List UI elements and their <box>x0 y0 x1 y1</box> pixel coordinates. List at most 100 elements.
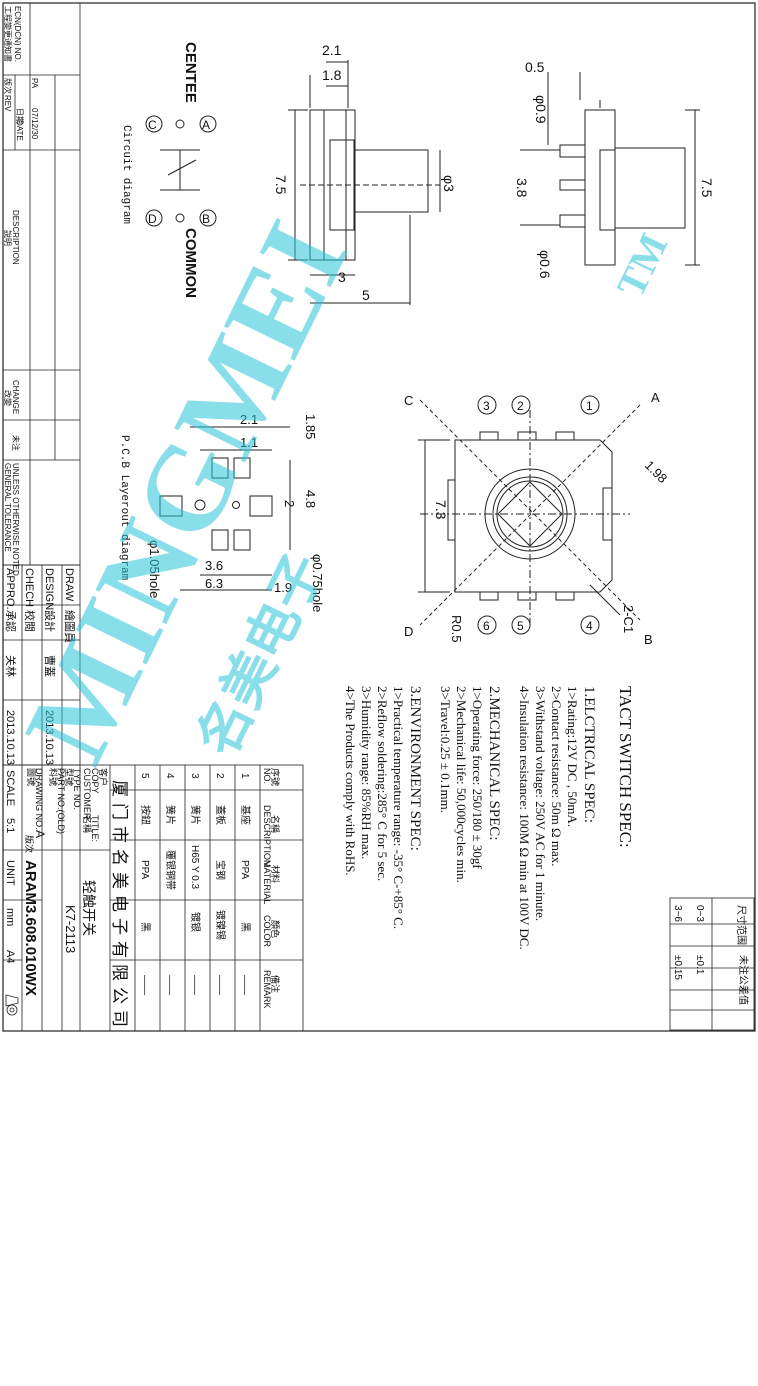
dim-pcb-4-8: 4.8 <box>303 490 318 508</box>
bom-5-material: PPA <box>139 860 150 880</box>
rev-rev-value: PA <box>30 78 39 89</box>
bom-5-desc: 按鈕 <box>139 805 152 825</box>
bom-5-remark: —— <box>139 975 150 995</box>
top-label-d: D <box>404 624 413 639</box>
tb-type-cn: 型號 <box>64 768 75 786</box>
circuit-label-centee: CENTEE <box>182 42 199 103</box>
tol-header-range: 尺寸范围 <box>735 905 748 945</box>
bom-h-remark-en: REMARK <box>262 970 272 1009</box>
rev-tol-1: GENERAL TOLERANCE <box>3 463 12 552</box>
approval-appro-label: APPRO. <box>4 568 16 610</box>
side-view <box>288 60 441 305</box>
rev-date-en: DATE <box>15 120 24 141</box>
spec-electrical-line: 2>Contact resistance: 50m Ω max. <box>549 686 564 867</box>
pcb-layout <box>159 426 291 591</box>
approval-check-cn: 校閱 <box>23 610 37 632</box>
tol-row-1-range: 0~3 <box>694 905 705 922</box>
bom-1-no: 1 <box>239 773 250 779</box>
terminal-3: 3 <box>483 399 490 413</box>
spec-title: TACT SWITCH SPEC: <box>616 686 635 848</box>
dim-top-r0-5: R0.5 <box>449 615 464 642</box>
spec-electrical-heading: 1.ELCTRICAL SPEC: <box>581 686 597 823</box>
approval-draw-cn: 繪圖員 <box>63 610 77 643</box>
tb-type-en: TYPE NO. <box>72 768 82 810</box>
tb-scale-label: SCALE <box>4 770 16 806</box>
dim-pcb-1-85: 1.85 <box>303 414 318 439</box>
bom-2-desc: 蓋板 <box>214 805 227 825</box>
spec-mechanical-line: 2>Mechanical life: 50,000cycles min. <box>454 686 469 883</box>
approval-design-label: DESIGN <box>43 568 55 610</box>
projection-symbol <box>5 994 19 1016</box>
tb-type-value: K7-2113 <box>63 905 78 953</box>
spec-mechanical-line: 3>Travel:0.25 ± 0.1mm. <box>438 686 453 814</box>
circuit-label-common: COMMON <box>182 228 199 298</box>
tb-title-en: TITLE: <box>90 815 100 842</box>
pcb-hole-large: φ1.05hole <box>147 540 162 598</box>
bom-2-material: 宝钢 <box>214 860 227 880</box>
rev-change-cn: 改變 <box>3 390 13 406</box>
spec-mechanical: 2.MECHANICAL SPEC: 1>Operating force: 25… <box>437 686 502 1386</box>
bom-h-no-en: NO. <box>262 768 272 784</box>
dim-pcb-2: 2 <box>282 500 297 507</box>
tb-title-value: 轻触开关 <box>81 880 97 936</box>
spec-electrical-line: 4>Insulation resistance: 100M Ω min at 1… <box>517 686 532 950</box>
pcb-hole-small: φ0.75hole <box>310 554 325 612</box>
circuit-pin-b: B <box>202 212 210 226</box>
bom-3-no: 3 <box>189 773 200 779</box>
bom-4-no: 4 <box>164 773 175 779</box>
dim-right-3-8: 3.8 <box>514 178 530 198</box>
bom-1-desc: 基座 <box>239 805 252 825</box>
terminal-4: 4 <box>586 619 593 633</box>
bom-5-no: 5 <box>139 773 150 779</box>
bom-h-remark-cn: 備注 <box>270 975 281 993</box>
watermark-tm: TM <box>608 226 677 304</box>
tolerance-table <box>669 897 755 1031</box>
approval-appro-cn: 承認 <box>4 610 18 632</box>
dim-side-3: 3 <box>338 269 346 285</box>
bom-3-remark: —— <box>189 975 200 995</box>
bom-4-desc: 簧片 <box>164 805 177 825</box>
dim-pcb-6-3: 6.3 <box>205 576 223 591</box>
rev-rev-en: REV <box>3 95 12 112</box>
right-view <box>520 72 700 266</box>
spec-mechanical-line: 1>Operating force: 250/180 ± 30gf <box>470 686 485 869</box>
tb-unit-value: mm <box>4 908 16 926</box>
top-label-c: C <box>404 393 413 408</box>
bom-2-no: 2 <box>214 773 225 779</box>
title-block <box>2 764 304 1032</box>
bom-1-color: 黑 <box>239 922 251 932</box>
circuit-caption: Circuit diagram <box>120 125 132 224</box>
top-view <box>418 395 641 635</box>
circuit-pin-a: A <box>202 118 210 132</box>
bom-h-desc-en: DESCRIPTION <box>262 805 272 867</box>
dim-side-phi3: φ3 <box>441 175 457 192</box>
bom-5-color: 黑 <box>139 922 151 932</box>
dim-right-phi0-6: φ0.6 <box>537 250 553 279</box>
dim-pcb-1-1: 1.1 <box>240 435 258 450</box>
rev-desc-en: DESCRIPTION <box>11 210 20 265</box>
bom-3-color: 镀银 <box>189 912 202 932</box>
bom-1-remark: —— <box>239 975 250 995</box>
bom-h-color-en: COLOR <box>262 915 272 948</box>
bom-rows: 1 基座 PPA 黑 —— 2 蓋板 宝钢 镀镍锡 —— 3 簧片 H65 Y … <box>139 773 252 995</box>
circuit-pin-c: C <box>148 118 157 132</box>
tol-row-1-value: ±0.1 <box>694 955 705 975</box>
rev-ecn-en: ECN(DCN) NO. <box>13 6 22 62</box>
approval-check-label: CHECH <box>23 568 35 607</box>
spec-environment-line: 3>Humidity range: 85%RH max. <box>359 686 374 860</box>
dim-top-1-98: 1.98 <box>642 458 671 487</box>
bom-h-color-cn: 顏色 <box>270 920 281 938</box>
top-label-b: B <box>644 632 653 647</box>
drawing-sheet: 尺寸范围 未注公差值 0~3 ±0.1 3~6 ±0.15 2.1 1.8 7.… <box>0 2 756 1033</box>
tb-size: A4 <box>4 950 16 963</box>
tb-drawing-en: DRAWING NO. <box>34 768 44 830</box>
tb-customer: CUSTOMER <box>82 768 92 820</box>
spec-environment: 3.ENVIRONMENT SPEC: 1>Practical temperat… <box>342 686 423 1386</box>
dim-pcb-3-6: 3.6 <box>205 558 223 573</box>
tol-header-value: 未注公差值 <box>737 955 750 1005</box>
terminal-5: 5 <box>517 619 524 633</box>
sheet-border <box>2 2 756 1032</box>
tol-row-2-value: ±0.15 <box>672 955 683 980</box>
rev-desc-cn: 說明 <box>3 230 13 246</box>
dim-side-2-1: 2.1 <box>322 42 342 58</box>
